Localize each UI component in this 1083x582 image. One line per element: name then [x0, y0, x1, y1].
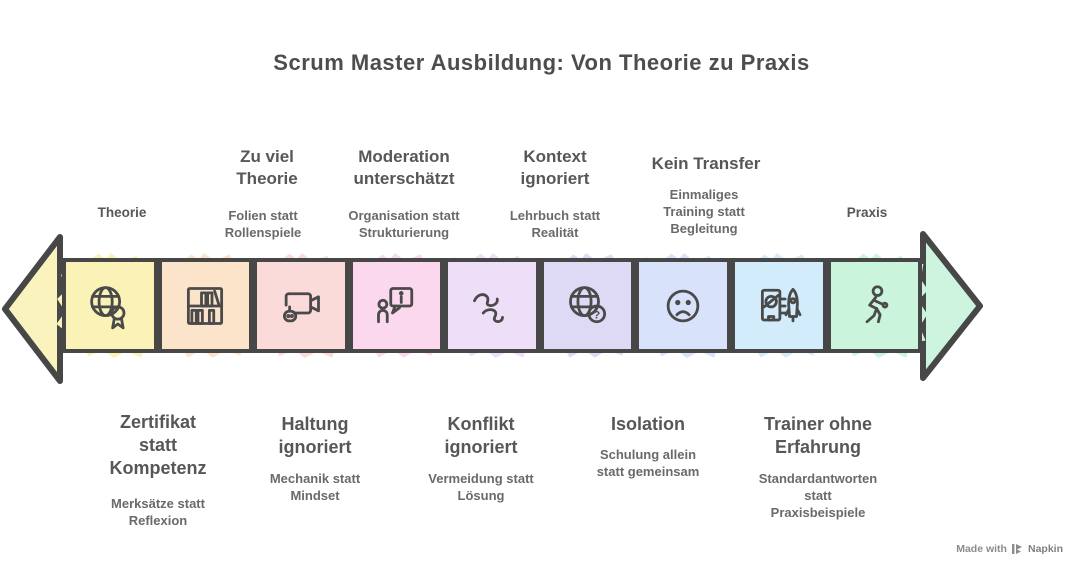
- callout-heading: Haltung ignoriert: [278, 414, 352, 457]
- napkin-brand-label: Napkin: [1027, 543, 1063, 555]
- guidebook-rocket-icon: [760, 287, 802, 322]
- callout-heading: Zertifikat statt Kompetenz: [109, 412, 207, 478]
- globe-certificate-icon: [90, 285, 126, 329]
- segment-zu-viel-theorie: [157, 258, 254, 353]
- wind-squiggle-icon: [473, 292, 504, 323]
- callout-kein-transfer: Kein Transfer: [616, 135, 796, 193]
- left-arrow-shape: [2, 234, 63, 384]
- callout-heading: Moderation unterschätzt: [353, 147, 455, 188]
- callout-sub: Vermeidung statt Lösung: [428, 471, 534, 503]
- sad-face-icon: [666, 289, 700, 322]
- callout-trainer: Trainer ohne Erfahrung: [713, 395, 923, 477]
- callout-haltung-sub: Mechanik statt Mindset: [215, 452, 415, 522]
- callout-isolation-sub: Schulung allein statt gemeinsam: [548, 428, 748, 498]
- globe-question-icon: ?: [568, 285, 606, 323]
- right-arrowhead: [920, 231, 983, 381]
- segment-isolation: [635, 258, 731, 353]
- endpoint-theorie: Theorie: [97, 205, 147, 220]
- person-info-bubble-icon: [377, 286, 414, 323]
- callout-heading: Trainer ohne Erfahrung: [763, 414, 873, 457]
- callout-trainer-sub: Standardantworten statt Praxisbeispiele: [713, 452, 923, 539]
- napkin-logo-icon: [1011, 544, 1022, 554]
- segment-moderation: [348, 258, 445, 353]
- callout-sub: Standardantworten statt Praxisbeispiele: [758, 471, 878, 520]
- callout-heading: Zu viel Theorie: [236, 147, 298, 188]
- callout-zertifikat-sub: Merksätze statt Reflexion: [58, 477, 258, 547]
- callout-sub: Organisation statt Strukturierung: [348, 208, 460, 240]
- segment-kontext: ?: [539, 258, 636, 353]
- left-arrowhead: [2, 234, 63, 384]
- callout-isolation: Isolation: [548, 395, 748, 454]
- svg-text:?: ?: [593, 309, 600, 321]
- segment-zertifikat: [62, 258, 158, 353]
- callout-konflikt: Konflikt ignoriert: [381, 395, 581, 477]
- callout-sub: Folien statt Rollenspiele: [224, 208, 302, 240]
- callout-moderation-sub: Organisation statt Strukturierung: [314, 189, 494, 259]
- process-band: ?: [62, 258, 923, 353]
- callout-sub: Einmaliges Training statt Begleitung: [663, 187, 745, 236]
- callout-sub: Merksätze statt Reflexion: [111, 496, 205, 528]
- callout-kontext: Kontext ignoriert: [465, 128, 645, 208]
- running-person-icon: [865, 284, 889, 323]
- callout-zu-viel-theorie-sub: Folien statt Rollenspiele: [173, 189, 353, 259]
- segment-trainer: [826, 258, 923, 353]
- right-arrow-shape: [920, 231, 983, 381]
- callout-moderation: Moderation unterschätzt: [314, 128, 494, 208]
- callout-sub: Mechanik statt Mindset: [269, 471, 361, 503]
- video-camera-icon: [282, 291, 320, 322]
- callout-heading: Isolation: [610, 414, 685, 434]
- segment-konflikt: [444, 258, 540, 353]
- callout-kein-transfer-sub: Einmaliges Training statt Begleitung: [614, 168, 794, 255]
- made-with-label: Made with: [956, 543, 1007, 555]
- made-with-napkin: Made with Napkin: [956, 543, 1063, 555]
- callout-sub: Schulung allein statt gemeinsam: [596, 447, 700, 479]
- callout-zu-viel-theorie: Zu viel Theorie: [177, 128, 357, 208]
- callout-haltung: Haltung ignoriert: [215, 395, 415, 477]
- bookshelf-icon: [187, 286, 224, 325]
- callout-kontext-sub: Lehrbuch statt Realität: [465, 189, 645, 259]
- callout-zertifikat: Zertifikat statt Kompetenz: [58, 393, 258, 498]
- callout-heading: Kontext ignoriert: [520, 147, 590, 188]
- callout-konflikt-sub: Vermeidung statt Lösung: [381, 452, 581, 522]
- endpoint-praxis: Praxis: [846, 205, 888, 220]
- segment-kein-transfer: [730, 258, 827, 353]
- callout-heading: Kein Transfer: [651, 154, 761, 173]
- diagram-title: Scrum Master Ausbildung: Von Theorie zu …: [273, 50, 810, 75]
- segment-haltung: [253, 258, 349, 353]
- callout-sub: Lehrbuch statt Realität: [509, 208, 601, 240]
- callout-heading: Konflikt ignoriert: [444, 414, 518, 457]
